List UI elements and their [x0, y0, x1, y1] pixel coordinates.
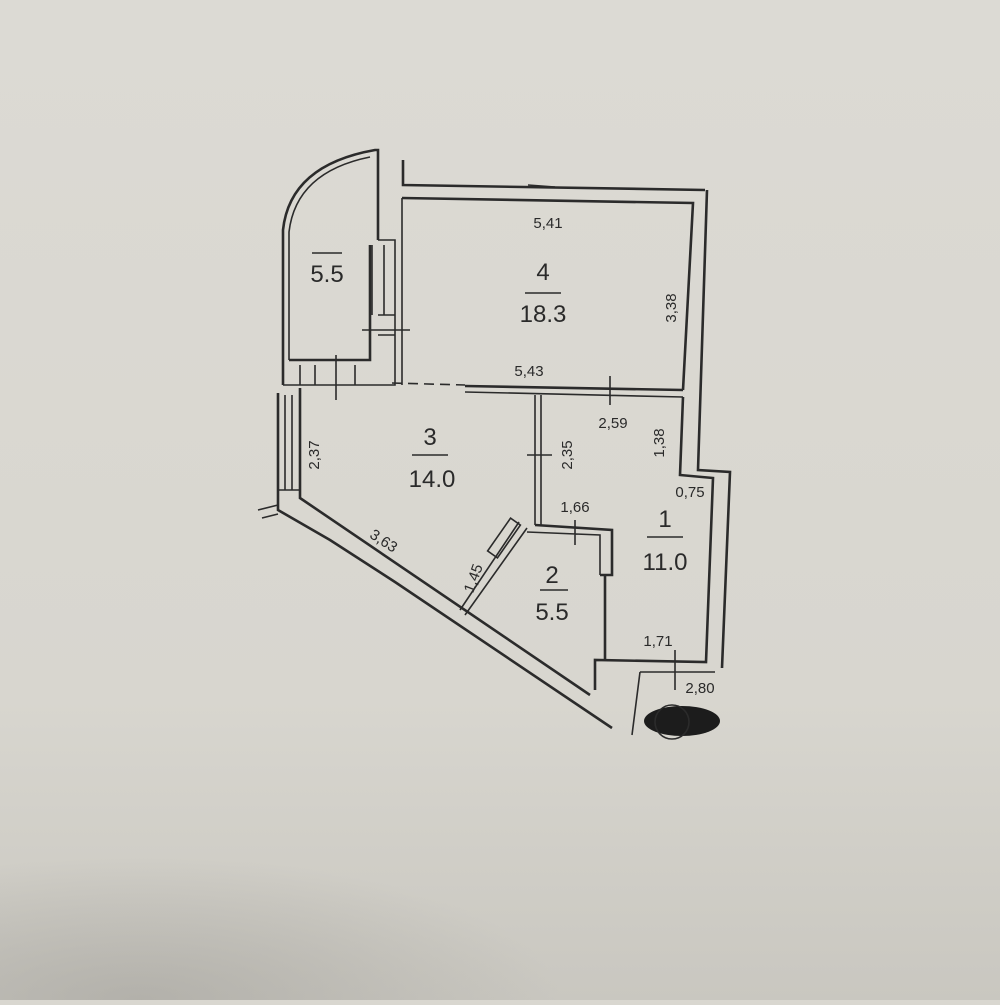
- balcony-area: 5.5: [310, 261, 343, 288]
- room-3-area: 14.0: [409, 466, 456, 493]
- exterior-wall-right: [696, 189, 732, 669]
- dim-room1-right-upper: 1,38: [651, 428, 668, 457]
- dim-room4-top: 5,41: [533, 215, 562, 232]
- room-2-area: 5.5: [535, 599, 568, 626]
- room-1-number: 1: [658, 506, 671, 533]
- dim-room1-top: 2,59: [598, 415, 627, 432]
- dim-room3-left: 2,37: [306, 440, 323, 469]
- paper-shadow: [0, 760, 700, 1000]
- room-3: [257, 388, 613, 730]
- room-2-number: 2: [545, 562, 558, 589]
- redaction-blot: [644, 706, 720, 736]
- dim-room1-step: 0,75: [675, 484, 704, 501]
- dim-room2-top: 1,66: [560, 499, 589, 516]
- room-4-number: 4: [536, 259, 549, 286]
- dim-room3-right: 2,35: [559, 440, 576, 469]
- room-1: [593, 396, 715, 736]
- dim-room1-bottom: 1,71: [643, 633, 672, 650]
- dim-room4-bottom: 5,43: [514, 363, 543, 380]
- dim-room4-right: 3,38: [663, 293, 680, 322]
- room-4-area: 18.3: [520, 301, 567, 328]
- room-1-area: 11.0: [643, 549, 688, 576]
- room-4: [391, 160, 706, 405]
- balcony: [281, 148, 410, 400]
- room-2: [459, 517, 614, 660]
- room-3-number: 3: [423, 424, 436, 451]
- dim-entrance: 2,80: [685, 680, 714, 697]
